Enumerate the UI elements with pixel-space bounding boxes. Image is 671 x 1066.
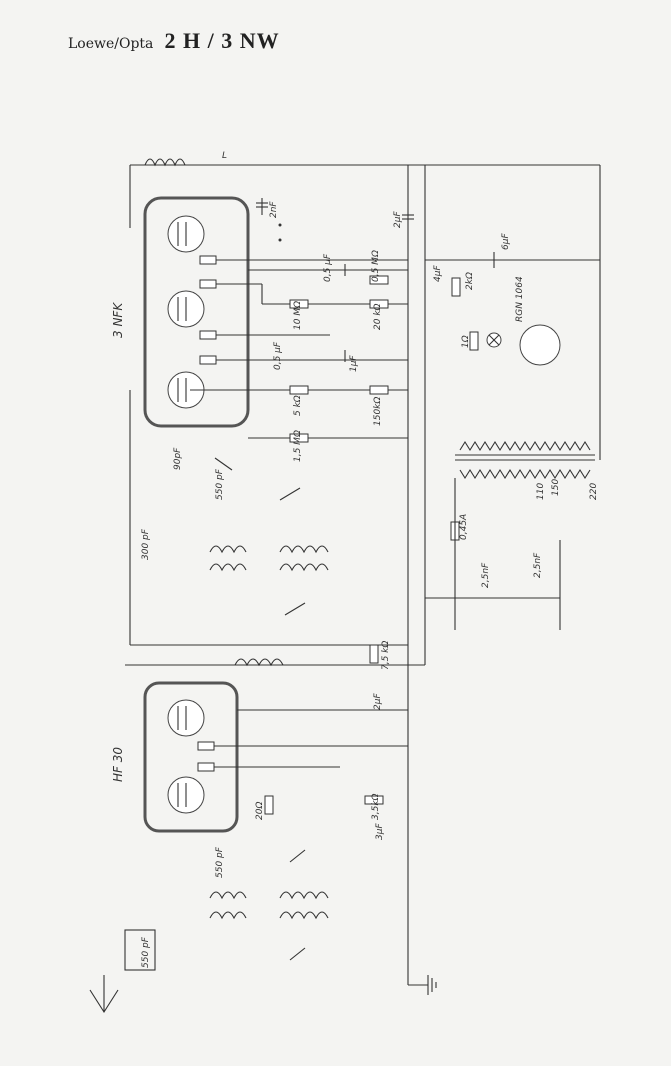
res-15m-label: 1,5 MΩ (293, 430, 303, 462)
res-75k-label: 7,5 kΩ (381, 641, 391, 670)
res-150k-label: 150kΩ (373, 397, 383, 426)
wave-switch (289, 849, 306, 863)
coil-h (279, 911, 329, 920)
cap-1uf-label: 1µF (349, 355, 359, 372)
cap-90pf-label: 90pF (173, 447, 183, 470)
coil-a (209, 545, 247, 554)
res-05m-label: 0,5 MΩ (371, 250, 381, 282)
cap-25nf-a-label: 2,5nF (481, 562, 491, 588)
resistor (199, 330, 217, 340)
resistor-10m (289, 299, 309, 309)
res-5k-label: 5 kΩ (293, 395, 303, 416)
resistor (199, 279, 217, 289)
cap-6uf-label: 6µF (501, 233, 511, 250)
maker-name: Loewe/Opta (68, 36, 154, 52)
cap-550pf-a-label: 550 pF (215, 468, 225, 500)
cap-2uf-mid-label: 2µF (373, 693, 383, 710)
lamp-resistor (469, 331, 479, 351)
resistor-2k (451, 277, 461, 297)
coil-c (209, 563, 247, 572)
tap-110-label: 110 (536, 483, 546, 500)
resistor-20k (369, 299, 389, 309)
model-name: 2 H / 3 NW (164, 28, 280, 53)
tube-label-hf30: HF 30 (111, 747, 125, 782)
res-35k-label: 3,5kΩ (371, 793, 381, 820)
resistor (199, 255, 217, 265)
coil-g (209, 911, 247, 920)
resistor (197, 762, 215, 772)
tap-220-label: 220 (589, 483, 599, 500)
rectifier-tube-label: RGN 1064 (515, 276, 525, 322)
cap-05uf-label: 0,5 µF (323, 253, 333, 282)
resistor-150k (369, 385, 389, 395)
tube-label-3nfk: 3 NFK (111, 302, 125, 338)
wave-switch (279, 487, 301, 501)
cap-2uf-top-label: 2µF (393, 211, 403, 228)
resistor (199, 355, 217, 365)
resistor-05m (369, 275, 389, 285)
res-2k-label: 2kΩ (465, 272, 475, 290)
resistor-75k (369, 644, 379, 664)
tube-block-hf30 (143, 681, 239, 833)
cap-4uf-label: 4µF (433, 265, 443, 282)
wave-switch (284, 602, 306, 616)
coil-b (279, 545, 329, 554)
top-choke (144, 158, 186, 167)
cap-3uf-label: 3µF (375, 823, 385, 840)
mid-choke (234, 658, 284, 667)
res-20k-label: 20 kΩ (373, 303, 383, 330)
page-title: Loewe/Opta 2 H / 3 NW (68, 28, 280, 54)
top-choke-mark: L (222, 151, 227, 161)
resistor (197, 741, 215, 751)
resistor-15m (289, 433, 309, 443)
lamp-resistor-label: 1Ω (461, 335, 471, 348)
res-20ohm-label: 20Ω (255, 802, 265, 820)
transformer-primary (459, 468, 591, 480)
fuse-label: 0,45A (459, 514, 469, 540)
cap-550pf-c-label: 550 pF (141, 936, 151, 968)
cap-05uf-b-label: 0,5 µF (273, 341, 283, 370)
cap-25nf-b-label: 2,5nF (533, 552, 543, 578)
resistor-20ohm (264, 795, 274, 815)
rectifier-tube (519, 324, 561, 366)
res-10m-label: 10 MΩ (293, 301, 303, 330)
antenna-coupler (124, 929, 156, 971)
cap-2nf-label: 2nF (269, 201, 279, 218)
tap-150-label: 150 (551, 479, 561, 496)
cap-550pf-b-label: 550 pF (215, 846, 225, 878)
resistor-35k (364, 795, 384, 805)
wave-switch (289, 947, 306, 961)
resistor-5k (289, 385, 309, 395)
coil-f (279, 891, 329, 900)
tube-block-3nfk (143, 196, 250, 428)
coil-d (279, 563, 329, 572)
cap-300pf-label: 300 pF (141, 528, 151, 560)
transformer-secondary (459, 440, 591, 452)
coil-e (209, 891, 247, 900)
